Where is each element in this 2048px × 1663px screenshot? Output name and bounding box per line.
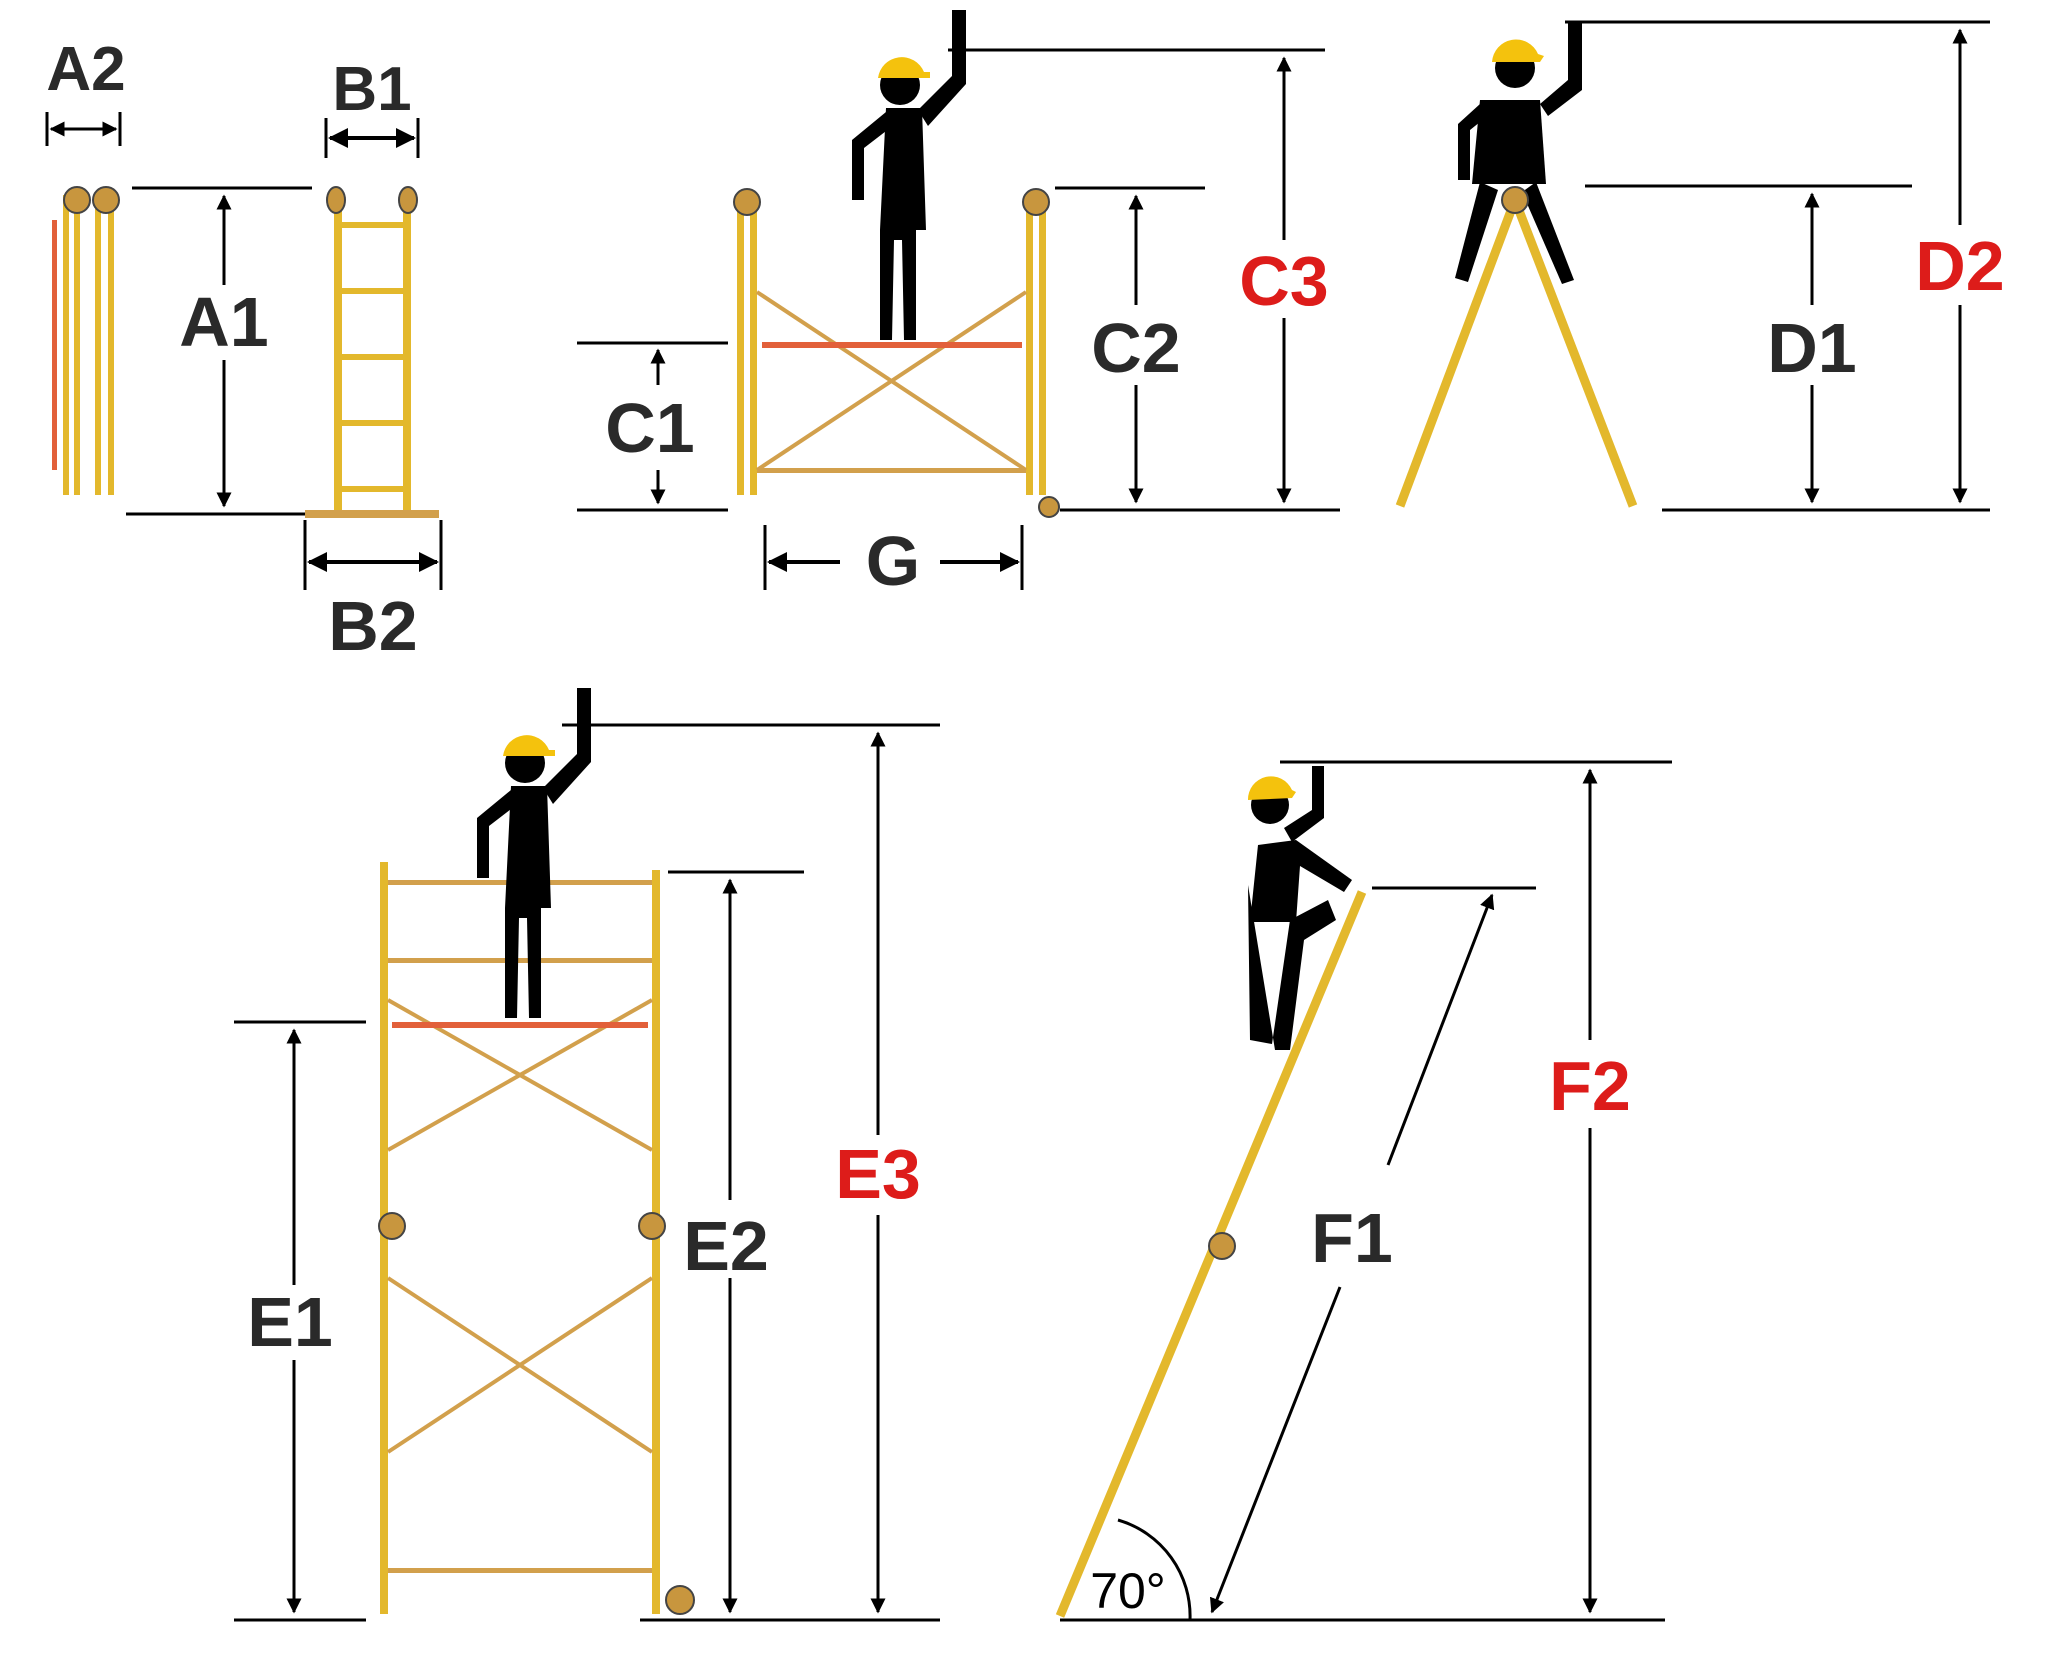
label-b1: B1	[332, 55, 411, 124]
dimension-c1: C1	[577, 341, 728, 512]
label-d2: D2	[1915, 227, 2004, 305]
dimension-e3: E3	[562, 723, 940, 1614]
dimension-e2: E2	[640, 870, 940, 1622]
dimension-d1: D1	[1585, 184, 1990, 512]
dimension-b1: B1	[324, 55, 420, 158]
label-d1: D1	[1767, 309, 1856, 387]
dimension-b2: B2	[303, 520, 443, 665]
label-g: G	[866, 522, 920, 600]
dimension-e1: E1	[234, 1020, 366, 1622]
label-b2: B2	[328, 587, 417, 665]
low-scaffold	[733, 10, 1060, 518]
label-f2: F2	[1549, 1047, 1631, 1125]
dimension-c2: C2	[1055, 186, 1340, 512]
label-c3: C3	[1239, 242, 1328, 320]
dimension-c3: C3	[948, 48, 1329, 504]
dimension-a1: A1	[126, 186, 312, 516]
ladder-front	[305, 186, 439, 518]
label-c1: C1	[605, 389, 694, 467]
step-ladder	[1395, 22, 1638, 508]
angle-label: 70°	[1090, 1563, 1166, 1619]
tall-scaffold	[378, 688, 695, 1615]
label-c2: C2	[1091, 309, 1180, 387]
folded-ladder	[52, 186, 120, 495]
dimension-d2: D2	[1565, 20, 2005, 504]
label-e1: E1	[247, 1283, 333, 1361]
dimension-f2: F2	[1280, 760, 1672, 1614]
label-a2: A2	[46, 35, 125, 104]
label-e2: E2	[683, 1207, 769, 1285]
leaning-ladder: 70°	[1055, 766, 1367, 1621]
dimension-g: G	[763, 522, 1024, 600]
label-f1: F1	[1311, 1199, 1393, 1277]
label-a1: A1	[179, 283, 268, 361]
dimension-f1: F1	[1060, 886, 1665, 1622]
label-e3: E3	[835, 1135, 921, 1213]
dimension-a2: A2	[45, 35, 126, 146]
